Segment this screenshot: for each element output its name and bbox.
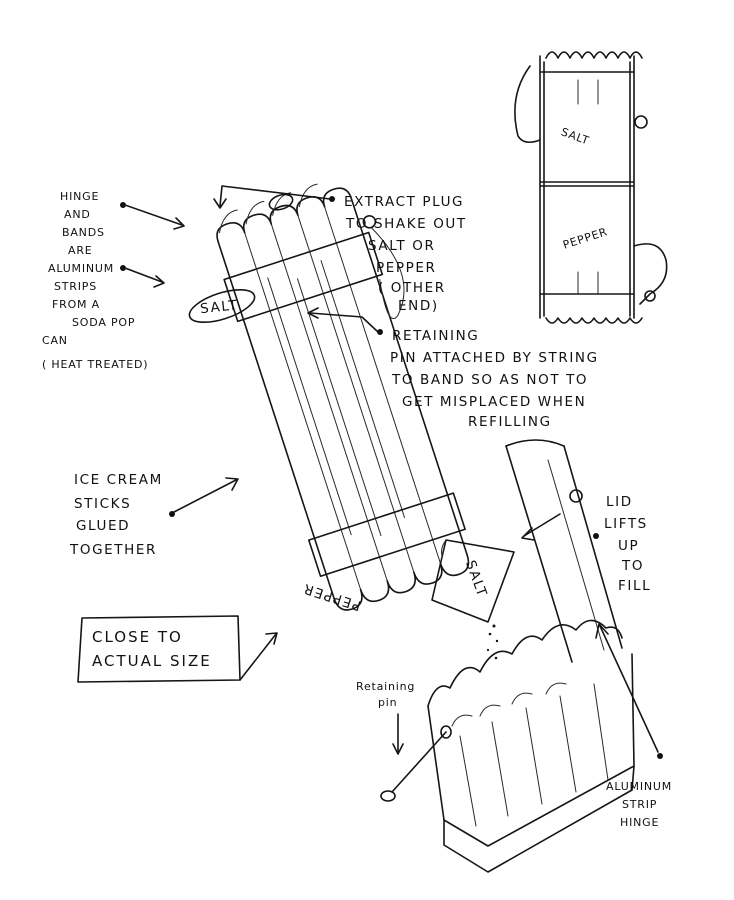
ice-line-4: TOGETHER (69, 542, 157, 558)
hinge-line-6: STRIPS (54, 280, 97, 293)
leader-lines (120, 185, 663, 759)
lid-line-1: LID (606, 494, 633, 510)
hinge-line-4: ARE (68, 244, 93, 257)
extract-line-1: EXTRACT PLUG (344, 194, 464, 210)
salt-band-label: SALT (199, 297, 239, 317)
annotation-retaining-pin-small: Retaining pin (356, 680, 415, 709)
extract-line-6: END) (398, 298, 439, 314)
annotation-hinge: HINGE AND BANDS ARE ALUMINUM STRIPS FROM… (42, 190, 135, 347)
pin-line-2: PIN ATTACHED BY STRING (390, 350, 599, 366)
pin-line-5: REFILLING (468, 414, 552, 430)
side-view-shaker: SALT PEPPER (514, 51, 668, 324)
pin-line-4: GET MISPLACED WHEN (402, 394, 586, 410)
pin-line-1: RETAINING (392, 328, 479, 344)
extract-line-5: ( OTHER (378, 280, 446, 296)
hinge-line-7: FROM A (52, 298, 100, 311)
hinge-line-2: AND (64, 208, 91, 221)
extract-line-4: PEPPER (376, 260, 436, 276)
size-note-line-2: ACTUAL SIZE (92, 652, 212, 670)
lid-line-5: FILL (618, 578, 651, 594)
ice-line-1: ICE CREAM (74, 472, 163, 488)
salt-packet: SALT (431, 539, 515, 623)
hinge-line-8: SODA POP (72, 316, 135, 329)
al-line-3: HINGE (620, 816, 659, 829)
packet-salt-label: SALT (462, 558, 490, 600)
hinge-line-3: BANDS (62, 226, 105, 239)
annotation-ice-cream: ICE CREAM STICKS GLUED TOGETHER (69, 472, 163, 558)
lid-line-2: LIFTS (604, 516, 648, 532)
small-pin-line-1: Retaining (356, 680, 415, 693)
main-shaker: SALT PEPPER (188, 183, 470, 614)
ice-line-3: GLUED (76, 518, 130, 534)
size-note-box (77, 615, 241, 683)
annotation-extract-plug: EXTRACT PLUG TO SHAKE OUT SALT OR PEPPER… (344, 194, 467, 314)
side-salt-label: SALT (559, 125, 591, 147)
size-note-line-1: CLOSE TO (92, 628, 183, 646)
al-line-2: STRIP (622, 798, 657, 811)
side-pepper-label: PEPPER (561, 225, 609, 252)
pepper-band-label: PEPPER (301, 580, 363, 614)
hinge-line-9: CAN (42, 334, 68, 347)
small-pin-line-2: pin (378, 696, 397, 709)
annotation-retaining-pin: RETAINING PIN ATTACHED BY STRING TO BAND… (390, 328, 599, 430)
lid-line-3: UP (618, 538, 639, 554)
al-line-1: ALUMINUM (606, 780, 672, 793)
hinge-line-10: ( HEAT TREATED) (42, 358, 148, 371)
extract-line-2: TO SHAKE OUT (345, 216, 467, 232)
hinge-line-1: HINGE (60, 190, 99, 203)
annotation-lid: LID LIFTS UP TO FILL (604, 494, 651, 594)
annotation-aluminum-hinge: ALUMINUM STRIP HINGE (606, 780, 672, 829)
lid-line-4: TO (621, 558, 644, 574)
ice-line-2: STICKS (74, 496, 131, 512)
hinge-line-5: ALUMINUM (48, 262, 114, 275)
pin-line-3: TO BAND SO AS NOT TO (391, 372, 588, 388)
open-shaker (380, 439, 635, 873)
annotation-size-note: CLOSE TO ACTUAL SIZE (92, 628, 212, 670)
extract-line-3: SALT OR (368, 238, 435, 254)
